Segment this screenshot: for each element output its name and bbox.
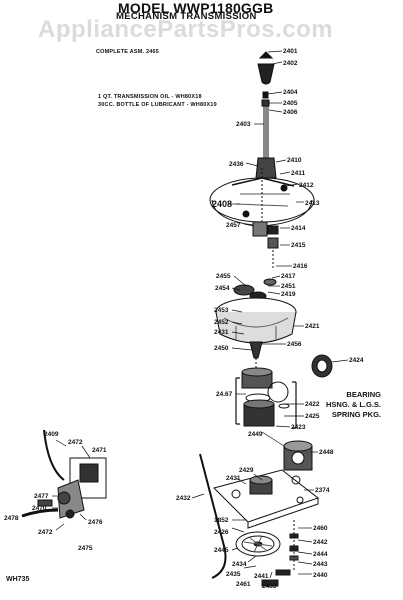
part-label-p2421: 2421	[305, 323, 320, 330]
part-label-p2478: 2478	[4, 515, 19, 522]
part-label-p2408: 2408	[212, 199, 232, 209]
pinion-parts	[267, 225, 279, 268]
transmission-housing-part	[215, 297, 297, 372]
part-label-p2419: 2419	[281, 291, 296, 298]
part-label-p2449: 2449	[248, 431, 263, 438]
part-label-p2455: 2455	[216, 273, 231, 280]
model-title: MODEL WWP1180GGB	[118, 0, 274, 16]
drive-gear-part	[311, 354, 333, 378]
part-label-p2460: 2460	[313, 525, 328, 532]
part-label-p2403: 2403	[236, 121, 251, 128]
part-label-p2414: 2414	[291, 225, 306, 232]
part-label-p2433: 2433	[262, 583, 277, 590]
part-label-p2415: 2415	[291, 242, 306, 249]
brake-pulley-part	[235, 531, 281, 557]
bearing-label-line3: SPRING PKG.	[331, 410, 382, 419]
part-label-p2467: 24.67	[216, 391, 233, 398]
agitator-cap-part	[257, 51, 275, 85]
bearing-label-line1: BEARING	[346, 390, 382, 399]
part-label-p2475: 2475	[78, 545, 93, 552]
part-label-p2476: 2476	[88, 519, 103, 526]
part-label-p2435: 2435	[226, 571, 241, 578]
part-label-p2450: 2450	[214, 345, 229, 352]
part-label-p2431: 2431	[214, 329, 229, 336]
bearing-housing-part	[241, 367, 290, 427]
part-label-p2470: 2470	[32, 505, 47, 512]
part-label-p2444: 2444	[313, 551, 328, 558]
transmission-cover-part	[209, 168, 315, 237]
motor-pulley-part	[283, 440, 313, 471]
part-label-p2441: 2441	[254, 573, 269, 580]
part-label-p2422: 2422	[305, 401, 320, 408]
part-label-p2431b: 2431	[226, 475, 241, 482]
part-label-p2417: 2417	[281, 273, 296, 280]
part-label-p2404: 2404	[283, 89, 298, 96]
watermark: AppliancePartsPros.com	[38, 16, 334, 43]
part-label-p2445: 2445	[214, 547, 229, 554]
part-label-p2448: 2448	[319, 449, 334, 456]
part-label-p2434: 2434	[232, 561, 247, 568]
part-label-p2461: 2461	[236, 581, 251, 588]
part-label-p2374: 2374	[315, 487, 330, 494]
fastener-stack	[261, 520, 299, 587]
part-label-p2429: 2429	[239, 467, 254, 474]
part-label-p2413: 2413	[305, 200, 320, 207]
part-label-p2416: 2416	[293, 263, 308, 270]
part-label-p2457: 2457	[226, 222, 241, 229]
part-label-p2424: 2424	[349, 357, 364, 364]
diagram-subtitle: MECHANISM TRANSMISSION	[116, 11, 257, 22]
part-label-p2454: 2454	[215, 285, 230, 292]
water-valve-part	[21, 429, 107, 519]
drive-shaft-part	[255, 91, 277, 179]
part-label-p2453: 2453	[214, 307, 229, 314]
part-label-p2471: 2471	[92, 447, 107, 454]
part-label-p2425: 2425	[305, 413, 320, 420]
part-label-p2405: 2405	[283, 100, 298, 107]
part-label-p2412: 2412	[299, 182, 314, 189]
part-label-p2477: 2477	[34, 493, 49, 500]
part-label-p2409: 2409	[44, 431, 59, 438]
part-label-p2410: 2410	[287, 157, 302, 164]
part-label-p2426: 2426	[214, 529, 229, 536]
lubricant-note: 30CC. BOTTLE OF LUBRICANT - WH80X19	[98, 102, 217, 108]
part-label-p2452: 2452	[214, 319, 229, 326]
gear-cluster-part	[233, 278, 277, 301]
bearing-label-line2: HSNG. & L.G.S.	[326, 400, 382, 409]
part-label-p2440: 2440	[313, 572, 328, 579]
part-label-p2456: 2456	[287, 341, 302, 348]
part-label-p2432: 2432	[176, 495, 191, 502]
complete-assembly-note: COMPLETE ASM. 2465	[96, 49, 159, 55]
clutch-part	[249, 475, 273, 495]
part-label-p2442: 2442	[313, 539, 328, 546]
part-label-p2451: 2451	[281, 283, 296, 290]
diagram-code: WH735	[6, 576, 30, 583]
part-label-p2436: 2436	[229, 161, 244, 168]
part-label-p2472a: 2472	[68, 439, 83, 446]
part-label-p2443: 2443	[313, 561, 328, 568]
part-label-p2401: 2401	[283, 48, 298, 55]
drive-belt-part	[199, 453, 227, 579]
part-label-p2423: 2423	[291, 424, 306, 431]
part-label-p2411: 2411	[291, 170, 305, 177]
part-label-p2406: 2406	[283, 109, 298, 116]
part-label-p2402: 2402	[283, 60, 298, 67]
part-label-p2472b: 2472	[38, 529, 53, 536]
part-label-p1852: 1852	[214, 517, 229, 524]
transmission-oil-note: 1 QT. TRANSMISSION OIL - WH80X18	[98, 94, 202, 100]
bearing-package-label: BEARING HSNG. & L.G.S. SPRING PKG.	[326, 390, 381, 420]
